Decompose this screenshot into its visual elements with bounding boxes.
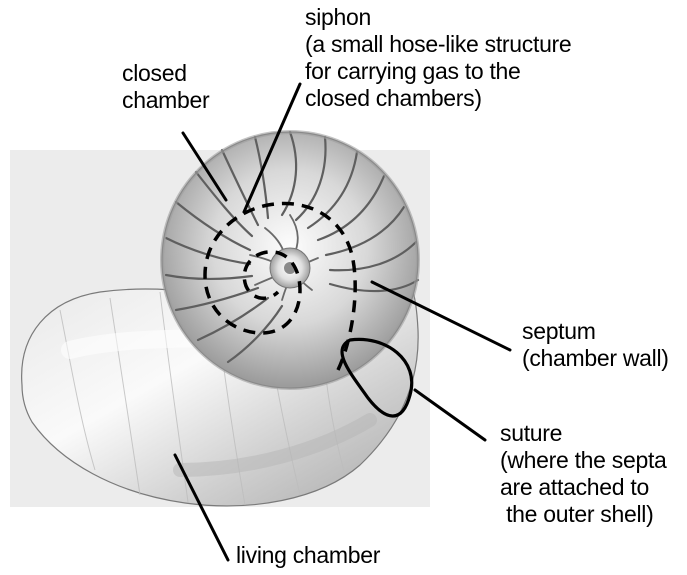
living-chamber-label: living chamber [236, 542, 380, 569]
suture-label: suture (where the septa are attached to … [500, 420, 667, 528]
siphon-label: siphon (a small hose-like structure for … [305, 4, 571, 112]
septum-label: septum (chamber wall) [522, 318, 669, 372]
closed-chamber-label: closed chamber [122, 60, 209, 114]
